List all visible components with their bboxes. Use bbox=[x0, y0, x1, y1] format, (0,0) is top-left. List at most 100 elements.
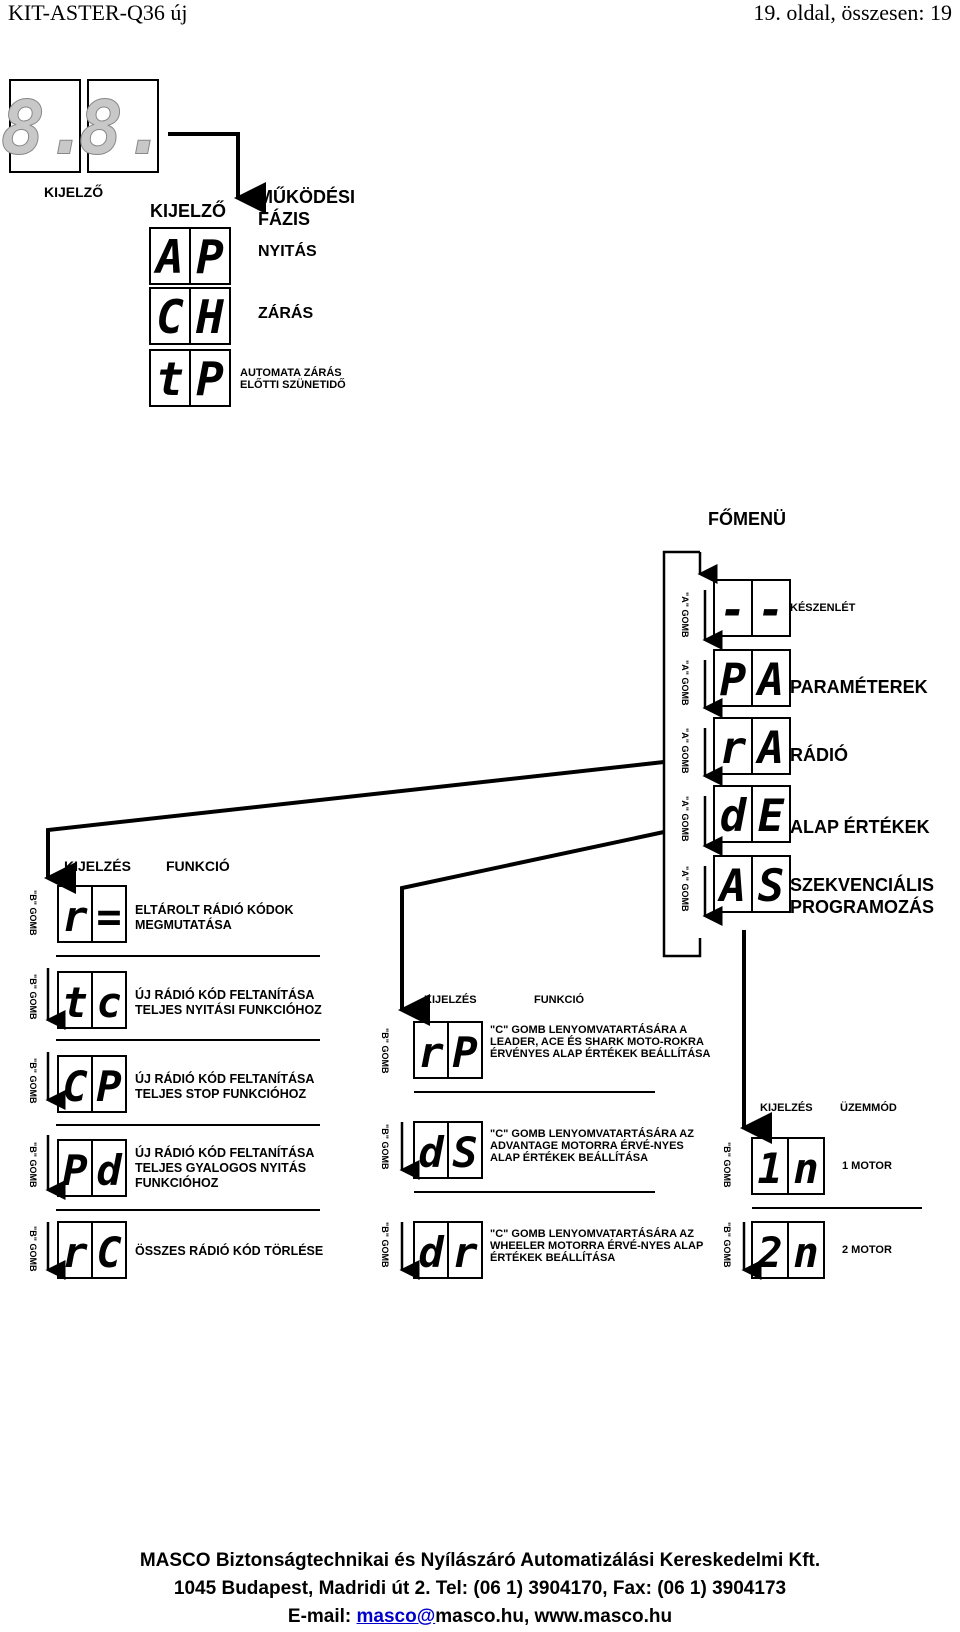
defaults-display-0-left-cell bbox=[413, 1021, 449, 1079]
mode-display-0-left-glyph: 1 bbox=[757, 1144, 782, 1193]
defaults-text-2: "C" GOMB LENYOMVATARTÁSÁRA AZ WHEELER MO… bbox=[490, 1228, 704, 1264]
defaults-display-1-left-glyph: d bbox=[418, 1128, 445, 1177]
phase-display-2-right-cell bbox=[189, 349, 231, 407]
phase-text-1: ZÁRÁS bbox=[258, 305, 314, 322]
b-button-label: "B" GOMB bbox=[28, 890, 38, 936]
a-button-label: "A" GOMB bbox=[680, 728, 690, 774]
main-menu-title: FŐMENÜ bbox=[708, 509, 786, 529]
menu-display-0-right-glyph: - bbox=[758, 585, 785, 636]
footer-address: 1045 Budapest, Madridi út 2. Tel: (06 1)… bbox=[173, 1578, 787, 1599]
kijelzo-display-right-cell bbox=[87, 79, 159, 173]
email-prefix: E-mail: bbox=[287, 1606, 357, 1627]
phase-display-1-right-cell bbox=[189, 287, 231, 345]
menu-display-1-right-glyph: A bbox=[755, 655, 785, 706]
radio-display-2-left-glyph: C bbox=[62, 1062, 87, 1111]
radio-display-0-right-cell bbox=[91, 885, 127, 943]
defaults-col-display: KIJELZÉS bbox=[424, 994, 477, 1006]
phase-display-0-left-glyph: A bbox=[153, 230, 184, 284]
radio-text-3: ÚJ RÁDIÓ KÓD FELTANÍTÁSA TELJES GYALOGOS… bbox=[135, 1146, 314, 1190]
b-button-label: "B" GOMB bbox=[28, 974, 38, 1020]
kijelzo-label: KIJELZŐ bbox=[44, 184, 104, 200]
b-button-label: "B" GOMB bbox=[28, 1142, 38, 1188]
radio-display-2-right-cell bbox=[91, 1055, 127, 1113]
menu-display-3-right-cell bbox=[751, 785, 791, 843]
menu-text-szekvencialis: SZEKVENCIÁLIS PROGRAMOZÁS bbox=[790, 875, 935, 917]
radio-display-4-left-glyph: r bbox=[62, 1228, 88, 1277]
mode-text-1: 2 MOTOR bbox=[842, 1244, 892, 1256]
connector-lines bbox=[44, 132, 922, 1280]
radio-display-2-right-glyph: P bbox=[96, 1062, 121, 1111]
radio-display-3-left-glyph: P bbox=[62, 1146, 87, 1195]
defaults-text-0: "C" GOMB LENYOMVATARTÁSÁRA A LEADER, ACE… bbox=[490, 1024, 711, 1060]
defaults-display-0-right-glyph: P bbox=[452, 1028, 477, 1077]
defaults-display-0-left-glyph: r bbox=[418, 1028, 444, 1077]
menu-display-2-right-cell bbox=[751, 717, 791, 775]
kijelzo-display-right-glyph: 8. bbox=[78, 86, 167, 172]
phase-text-0: NYITÁS bbox=[258, 243, 317, 260]
radio-col-function: FUNKCIÓ bbox=[166, 858, 230, 874]
menu-text-keszenlet: KÉSZENLÉT bbox=[790, 602, 856, 614]
menu-display-0-right-cell bbox=[751, 579, 791, 637]
phase-text-2: AUTOMATA ZÁRÁS ELŐTTI SZÜNETIDŐ bbox=[240, 367, 346, 391]
radio-display-3-right-cell bbox=[91, 1139, 127, 1197]
radio-text-0: ELTÁROLT RÁDIÓ KÓDOK MEGMUTATÁSA bbox=[135, 903, 294, 932]
radio-display-1-right-glyph: c bbox=[96, 978, 121, 1027]
menu-display-4-left-cell bbox=[713, 855, 753, 913]
document-title: KIT-ASTER-Q36 új bbox=[8, 0, 188, 25]
phase-display-0-right-glyph: P bbox=[196, 230, 224, 284]
b-button-label: "B" GOMB bbox=[722, 1142, 732, 1188]
a-button-label: "A" GOMB bbox=[680, 796, 690, 842]
mode-col-mode: ÜZEMMÓD bbox=[840, 1102, 897, 1114]
email-link[interactable]: masco@ bbox=[356, 1606, 436, 1627]
mode-display-1-right-cell bbox=[787, 1221, 825, 1279]
menu-display-4-left-glyph: A bbox=[717, 861, 747, 912]
radio-col-display: KIJELZÉS bbox=[64, 858, 131, 874]
mode-display-1-left-glyph: 2 bbox=[756, 1228, 782, 1277]
top-col-phase: MŰKÖDÉSI FÁZIS bbox=[258, 187, 356, 229]
defaults-display-1-right-glyph: S bbox=[452, 1128, 477, 1177]
radio-display-3-right-glyph: d bbox=[96, 1146, 123, 1195]
defaults-display-2-left-glyph: d bbox=[418, 1228, 445, 1277]
b-button-label: "B" GOMB bbox=[28, 1226, 38, 1272]
menu-display-4-right-glyph: S bbox=[758, 861, 785, 912]
mode-col-display: KIJELZÉS bbox=[760, 1102, 813, 1114]
radio-display-0-right-glyph: = bbox=[96, 892, 121, 941]
b-button-label: "B" GOMB bbox=[28, 1058, 38, 1104]
defaults-display-1-right-cell bbox=[447, 1121, 483, 1179]
b-button-label: "B" GOMB bbox=[380, 1028, 390, 1074]
radio-display-1-right-cell bbox=[91, 971, 127, 1029]
menu-display-1-right-cell bbox=[751, 649, 791, 707]
b-button-label: "B" GOMB bbox=[380, 1222, 390, 1268]
phase-display-0-right-cell bbox=[189, 227, 231, 285]
menu-display-3-right-glyph: E bbox=[758, 791, 785, 842]
radio-display-4-right-cell bbox=[91, 1221, 127, 1279]
menu-display-2-right-glyph: A bbox=[755, 723, 785, 774]
a-button-label: "A" GOMB bbox=[680, 660, 690, 706]
b-button-label: "B" GOMB bbox=[722, 1222, 732, 1268]
radio-text-4: ÖSSZES RÁDIÓ KÓD TÖRLÉSE bbox=[135, 1244, 324, 1258]
menu-display-2-left-glyph: r bbox=[720, 723, 747, 774]
menu-text-alap-ertekek: ALAP ÉRTÉKEK bbox=[790, 817, 930, 837]
phase-display-1-left-glyph: C bbox=[156, 290, 184, 344]
mode-text-0: 1 MOTOR bbox=[842, 1160, 892, 1172]
defaults-display-0-right-cell bbox=[447, 1021, 483, 1079]
radio-display-0-left-glyph: r bbox=[62, 892, 88, 941]
defaults-col-function: FUNKCIÓ bbox=[534, 994, 585, 1006]
b-button-label: "B" GOMB bbox=[380, 1124, 390, 1170]
menu-display-4-right-cell bbox=[751, 855, 791, 913]
top-col-display: KIJELZŐ bbox=[150, 201, 227, 221]
mode-display-0-right-cell bbox=[787, 1137, 825, 1195]
radio-display-4-right-glyph: C bbox=[96, 1228, 121, 1277]
kijelzo-display-left-cell bbox=[9, 79, 81, 173]
mode-display-1-right-glyph: n bbox=[793, 1228, 818, 1277]
radio-display-1-left-glyph: t bbox=[62, 978, 87, 1027]
defaults-display-1-left-cell bbox=[413, 1121, 449, 1179]
menu-display-3-left-cell bbox=[713, 785, 753, 843]
defaults-display-2-right-glyph: r bbox=[452, 1228, 478, 1277]
menu-display-2-left-cell bbox=[713, 717, 753, 775]
phase-display-2-left-glyph: t bbox=[156, 352, 184, 406]
menu-text-parameterek: PARAMÉTEREK bbox=[790, 677, 928, 697]
phase-display-2-right-glyph: P bbox=[196, 352, 224, 406]
